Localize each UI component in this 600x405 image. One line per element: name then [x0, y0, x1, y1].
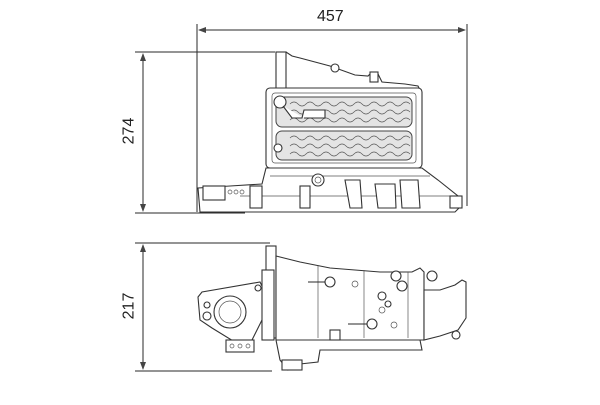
arrowhead-icon — [140, 362, 146, 370]
side-view-part — [197, 245, 467, 371]
dimension-label-width: 457 — [317, 8, 344, 25]
arrowhead-icon — [140, 204, 146, 212]
arrowhead-icon — [140, 244, 146, 252]
arrowhead-icon — [458, 27, 466, 33]
dimension-height-217 — [135, 242, 272, 372]
arrowhead-icon — [140, 53, 146, 61]
top-view-part — [197, 51, 463, 213]
arrowhead-icon — [198, 27, 206, 33]
dimension-label-height-bottom: 217 — [120, 292, 138, 320]
dimension-width-457 — [196, 24, 468, 212]
dimension-height-274 — [135, 51, 275, 214]
dimension-label-height-top: 274 — [120, 117, 138, 145]
